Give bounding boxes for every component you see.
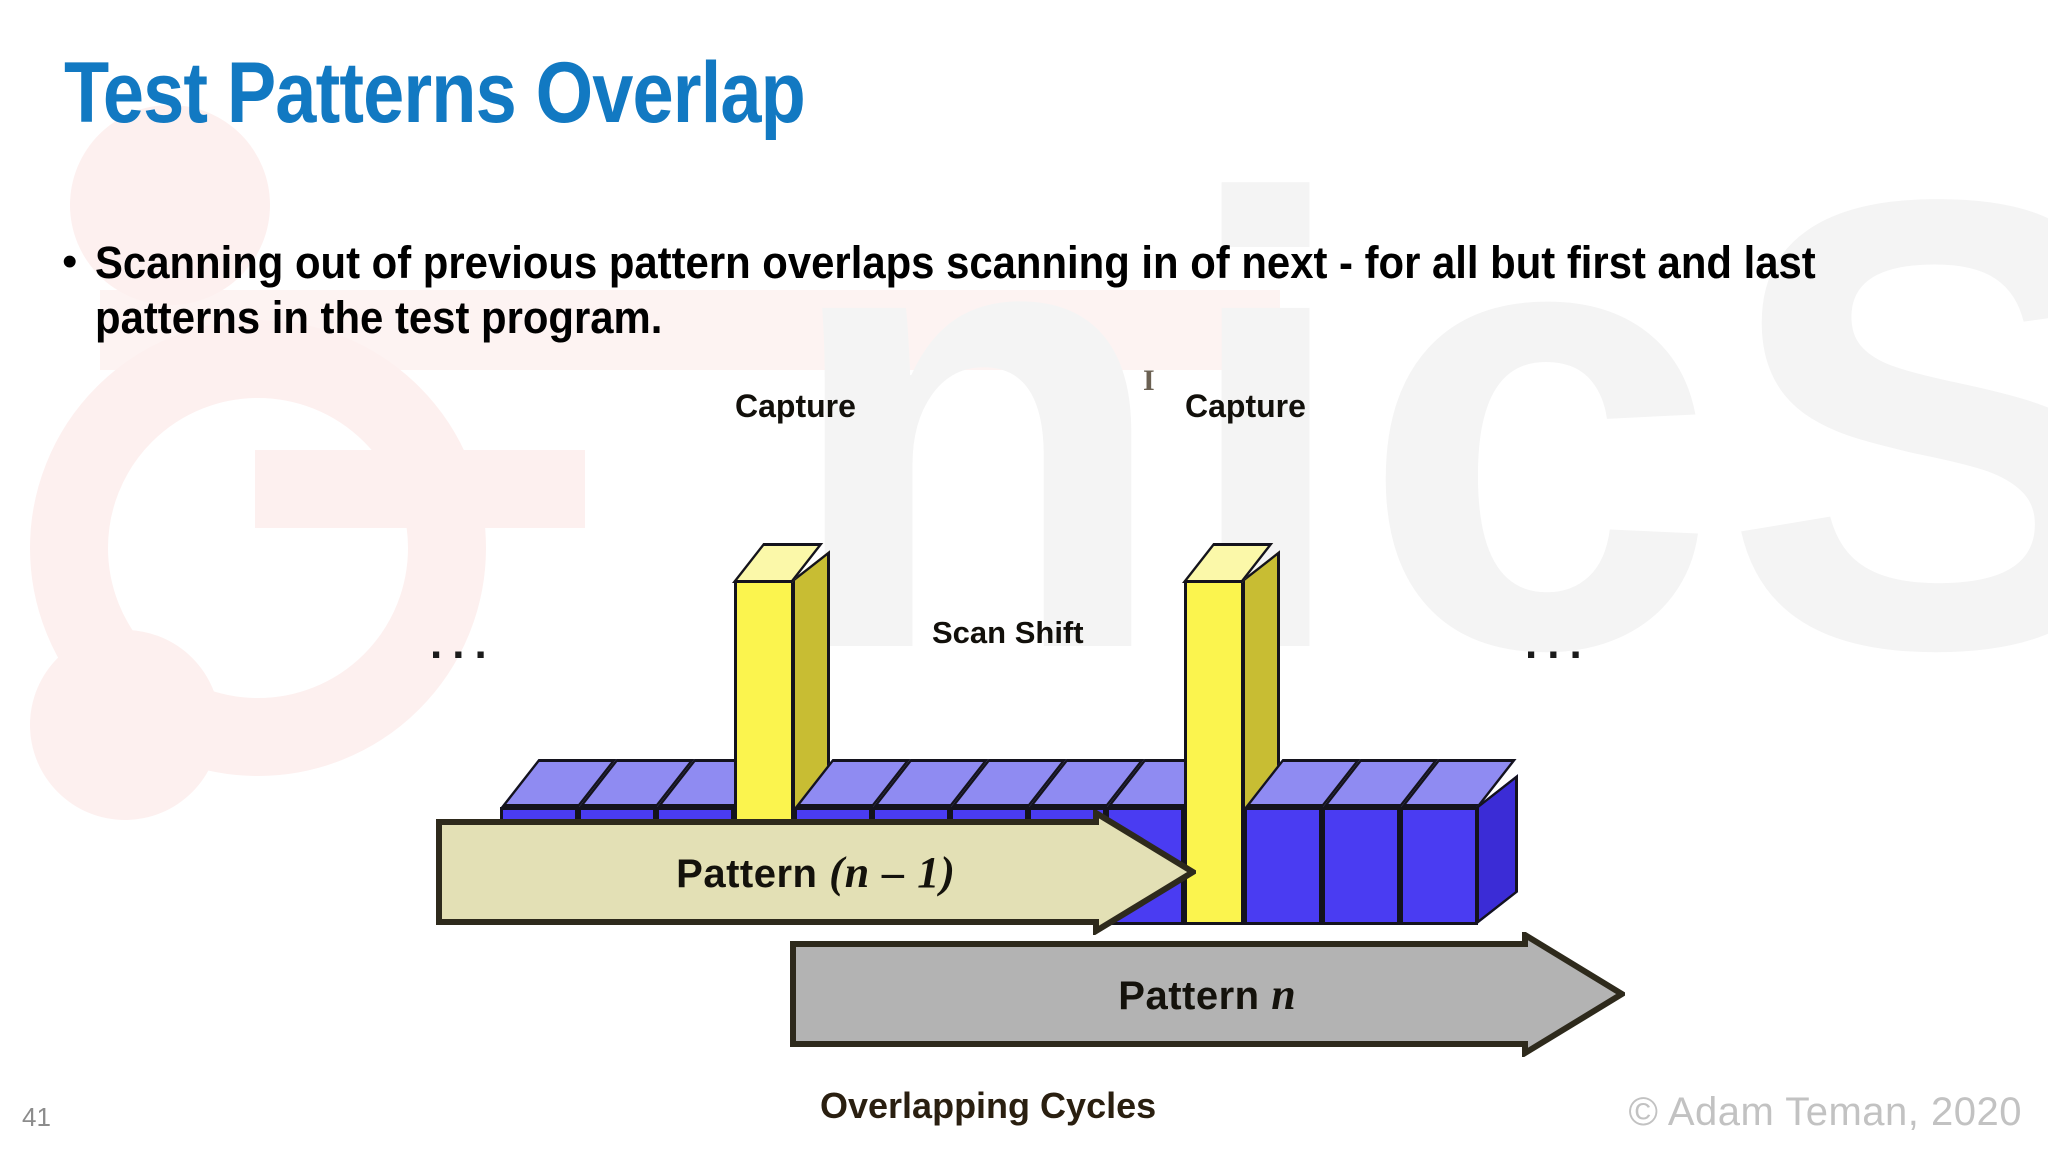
capture-label-left: Capture xyxy=(735,388,856,424)
ellipsis-left: ... xyxy=(430,619,497,668)
copyright-notice: © Adam Teman, 2020 xyxy=(1628,1090,2022,1134)
pattern-n-minus-1-label: Pattern (n – 1) xyxy=(676,847,956,898)
bullet-text: Scanning out of previous pattern overlap… xyxy=(95,237,1817,343)
cycle-block xyxy=(1244,759,1361,925)
capture-label-right: Capture xyxy=(1185,388,1306,424)
pattern-n-expr: n xyxy=(1271,970,1297,1019)
list-item: • Scanning out of previous pattern overl… xyxy=(62,236,1982,346)
bullet-list: • Scanning out of previous pattern overl… xyxy=(62,236,1982,346)
scan-shift-label: Scan Shift xyxy=(932,615,1084,650)
capture-tower-front xyxy=(1184,580,1244,925)
ellipsis-right: ... xyxy=(1525,619,1592,668)
page-title: Test Patterns Overlap xyxy=(64,45,806,141)
page-number: 41 xyxy=(22,1102,51,1132)
bullet-marker: • xyxy=(62,237,78,286)
diagram-caption: Overlapping Cycles xyxy=(820,1085,1157,1126)
stray-mark-icon: I xyxy=(1143,364,1155,397)
cycle-block xyxy=(1400,759,1517,925)
pattern-n-minus-1-expr: (n – 1) xyxy=(829,848,956,897)
pattern-n-label: Pattern n xyxy=(1118,969,1296,1020)
pattern-n-minus-1-arrow: Pattern (n – 1) xyxy=(436,810,1196,935)
overlap-diagram: Capture I Capture Scan Shift ... ... Pat… xyxy=(0,350,2048,1150)
pattern-n-minus-1-main: Pattern xyxy=(676,852,830,896)
capture-tower xyxy=(1182,543,1280,925)
pattern-n-arrow: Pattern n xyxy=(790,932,1625,1057)
pattern-n-main: Pattern xyxy=(1118,974,1272,1018)
cycle-block xyxy=(1322,759,1439,925)
